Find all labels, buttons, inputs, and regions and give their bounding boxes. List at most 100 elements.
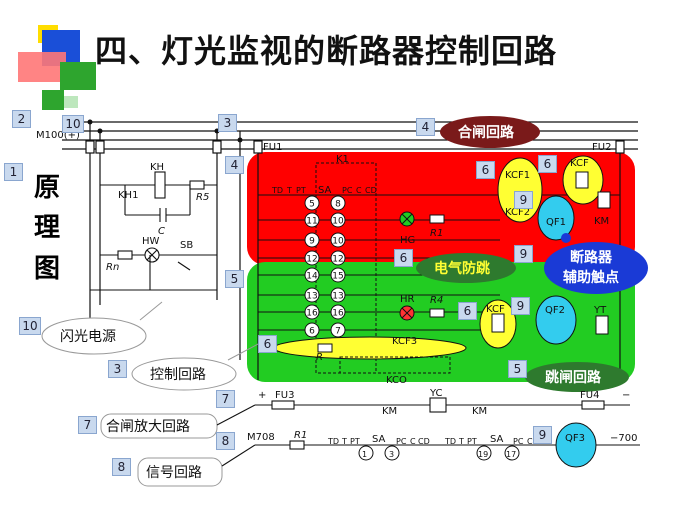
label-6c: 6 (394, 249, 413, 267)
decorative-squares (18, 25, 96, 110)
td-label: TD (271, 186, 283, 195)
r700-label: −700 (610, 433, 637, 444)
hg-label: HG (400, 235, 415, 246)
label-9b: 9 (514, 245, 533, 263)
kcf1-label: KCF1 (505, 170, 530, 181)
plus-label: + (258, 390, 266, 401)
t-label: T (286, 186, 292, 195)
r-label: R (316, 352, 323, 363)
switch-right-contact-label-7: 7 (335, 327, 341, 337)
label-9c: 9 (511, 297, 530, 315)
t-bottom2: T (458, 437, 464, 446)
callout-signal-loop: 信号回路 (146, 465, 202, 481)
switch-left-contact-label-3: 12 (306, 255, 317, 265)
switch-left-contact-label-0: 5 (309, 200, 315, 210)
switch-left-contact-2 (304, 232, 320, 248)
hr-label: HR (400, 294, 415, 305)
td-bottom2: TD (444, 437, 456, 446)
fuse-symbols (85, 140, 625, 154)
callout-close-amp: 合闸放大回路 (106, 419, 190, 435)
switch-left-contact-6 (304, 304, 320, 320)
c-switch-label: C (356, 186, 362, 195)
bus-junctions (87, 119, 243, 143)
qf3-contact (555, 422, 597, 468)
label-9a: 9 (514, 191, 533, 209)
contact-3: 3 (389, 450, 394, 459)
label-6b: 6 (538, 155, 557, 173)
fu3-label: FU3 (275, 390, 294, 401)
flash-circuit (90, 171, 217, 291)
km-label: KM (594, 216, 609, 227)
switch-left-contact-3 (304, 250, 320, 266)
switch-right-contact-label-1: 10 (332, 217, 344, 227)
label-4b: 4 (225, 156, 244, 174)
switch-right-contact-6 (330, 304, 346, 320)
switch-right-contact-label-0: 8 (335, 200, 341, 210)
pt-bottom2: PT (467, 437, 477, 446)
td-bottom: TD (327, 437, 339, 446)
switch-right-contact-label-6: 16 (332, 309, 344, 319)
r4-label: R4 (430, 295, 443, 306)
switch-right-contact-label-2: 10 (332, 237, 344, 247)
switch-right-contact-label-4: 15 (332, 272, 343, 282)
label-4a: 4 (416, 118, 435, 136)
callout-aux-2: 辅助触点 (563, 269, 619, 286)
sb-label: SB (180, 240, 193, 251)
hw-label: HW (142, 236, 160, 247)
switch-left-contact-label-4: 14 (306, 272, 318, 282)
side-title-3: 图 (34, 254, 61, 284)
pc-label: PC (342, 186, 353, 195)
label-3b: 3 (108, 360, 127, 378)
sa-bottom2: SA (490, 434, 504, 445)
kcf2-label: KCF2 (505, 207, 530, 218)
pt-label: PT (296, 186, 306, 195)
kcf3-label: KCF3 (392, 336, 417, 347)
contact-17: 17 (506, 450, 516, 459)
switch-left-contact-0 (304, 195, 320, 211)
minus-label: − (622, 390, 630, 401)
callout-anti-pump: 电气防跳 (434, 260, 490, 277)
km-bottom2: KM (472, 406, 487, 417)
switch-left-contact-label-6: 16 (306, 309, 318, 319)
bottom-contacts (358, 445, 520, 461)
callout-control-loop: 控制回路 (150, 367, 206, 383)
c-bottom: C (410, 437, 416, 446)
kcf-top-label: KCF (570, 158, 589, 169)
pt-bottom: PT (350, 437, 360, 446)
callout-shapes (41, 116, 648, 487)
switch-left-contact-label-1: 11 (306, 217, 317, 227)
t-bottom: T (341, 437, 347, 446)
cd-bottom: CD (418, 437, 430, 446)
label-7: 7 (216, 390, 235, 408)
label-6e: 6 (258, 335, 277, 353)
pc-bottom2: PC (513, 437, 524, 446)
kh1-label: KH1 (118, 190, 138, 201)
switch-right-contact-1 (330, 212, 346, 228)
fu4-label: FU4 (580, 390, 599, 401)
switch-right-contact-4 (330, 267, 346, 283)
label-1: 1 (4, 163, 23, 181)
label-10b: 10 (19, 317, 41, 335)
c-bottom2: C (527, 437, 533, 446)
switch-right-contact-label-5: 13 (332, 292, 343, 302)
kh-label: KH (150, 162, 164, 173)
label-9d: 9 (533, 426, 552, 444)
label-2: 2 (12, 110, 31, 128)
side-title-2: 理 (34, 213, 61, 243)
kco-label: KCO (386, 375, 407, 386)
switch-left-contact-label-5: 13 (306, 292, 317, 302)
k1-label: K1 (336, 154, 349, 165)
page-title: 四、灯光监视的断路器控制回路 (95, 32, 558, 70)
switch-left-contact-5 (304, 287, 320, 303)
fu2-label: FU2 (592, 142, 611, 153)
side-title-1: 原 (34, 173, 61, 203)
switch-right-contact-2 (330, 232, 346, 248)
km-bottom1: KM (382, 406, 397, 417)
c-label: C (158, 226, 165, 237)
label-8a: 8 (216, 432, 235, 450)
callout-aux-1: 断路器 (570, 249, 613, 266)
label-3a: 3 (218, 114, 237, 132)
contact-1: 1 (362, 450, 367, 459)
